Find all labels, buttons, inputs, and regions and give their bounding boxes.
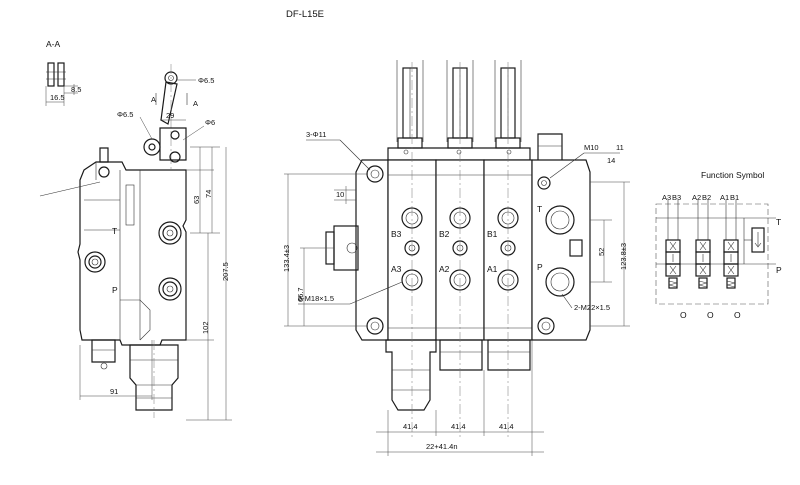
port-a2: A2 [439, 264, 450, 274]
spool-symbol-1 [723, 200, 739, 289]
spool-symbol-3 [665, 200, 681, 289]
spool-cap-1 [487, 339, 531, 371]
handle-left [396, 60, 424, 149]
dim-66-7: 66.7 [296, 287, 305, 302]
thread-m22: 2-M22×1.5 [574, 303, 610, 312]
section-mark-a2: A [193, 99, 198, 108]
dim-11: 11 [616, 143, 624, 152]
spool-symbol-2 [695, 200, 711, 289]
pitch-2: 41.4 [451, 422, 466, 431]
label-a1: A1 [720, 193, 729, 202]
port-p-symbol: P [776, 265, 782, 275]
dim-phi6-5-top: Φ6.5 [198, 76, 214, 85]
label-a2: A2 [692, 193, 701, 202]
spool-cap-2 [439, 339, 483, 371]
spool-cap-3 [385, 339, 437, 411]
dim-phi6-5-left: Φ6.5 [117, 110, 133, 119]
dim-91: 91 [110, 387, 118, 396]
port-b2: B2 [439, 229, 450, 239]
dim-123-8: 123.8±3 [619, 243, 628, 270]
port-b1: B1 [487, 229, 498, 239]
port-t-front: T [537, 204, 542, 214]
drawing-title: DF-L15E [286, 9, 324, 20]
dim-8-5: 8.5 [71, 85, 81, 94]
port-a3: A3 [391, 264, 402, 274]
port-t-symbol: T [776, 217, 781, 227]
section-a-a: A-A 8.5 16.5 [45, 39, 81, 106]
dim-63: 63 [192, 196, 201, 204]
neutral-label-2: O [707, 310, 714, 320]
dim-102: 102 [201, 321, 210, 334]
label-b2: B2 [702, 193, 711, 202]
dim-207-5: 207.5 [221, 262, 230, 281]
dim-phi6: Φ6 [205, 118, 215, 127]
port-p-front: P [537, 262, 543, 272]
dim-16-5: 16.5 [50, 93, 65, 102]
label-b3: B3 [672, 193, 681, 202]
spool-cap-side [129, 344, 179, 411]
dim-29: 29 [166, 111, 174, 120]
function-symbol-title: Function Symbol [701, 170, 764, 180]
neutral-label-1: O [680, 310, 687, 320]
front-view: B3 B2 B1 A3 A2 A1 T P 3-Φ11 [282, 60, 630, 456]
dim-133-4: 133.4±3 [282, 245, 291, 272]
side-view: Φ6.5 A A Φ6.5 Φ6 29 T [39, 64, 232, 421]
label-a3: A3 [662, 193, 671, 202]
dim-14: 14 [607, 156, 615, 165]
section-mark-a1: A [151, 95, 156, 104]
neutral-label-3: O [734, 310, 741, 320]
dim-74: 74 [204, 190, 213, 198]
label-b1: B1 [730, 193, 739, 202]
m10-label: M10 [584, 143, 599, 152]
overall-length: 22+41.4n [426, 442, 458, 451]
valve-body-side [77, 161, 187, 346]
port-b3: B3 [391, 229, 402, 239]
port-a1: A1 [487, 264, 498, 274]
svg-text:T: T [112, 226, 117, 236]
thread-m18: 6-M18×1.5 [298, 294, 334, 303]
dim-52: 52 [597, 248, 606, 256]
section-label: A-A [46, 39, 61, 49]
pitch-3: 41.4 [499, 422, 514, 431]
end-cover-left [355, 159, 389, 341]
dim-10: 10 [336, 190, 344, 199]
inlet-section [531, 159, 591, 341]
pitch-1: 41.4 [403, 422, 418, 431]
svg-text:P: P [112, 285, 118, 295]
holes-label: 3-Φ11 [306, 130, 326, 139]
function-symbol: Function Symbol A3 B3 A2 B2 A1 B1 T P [655, 170, 782, 320]
